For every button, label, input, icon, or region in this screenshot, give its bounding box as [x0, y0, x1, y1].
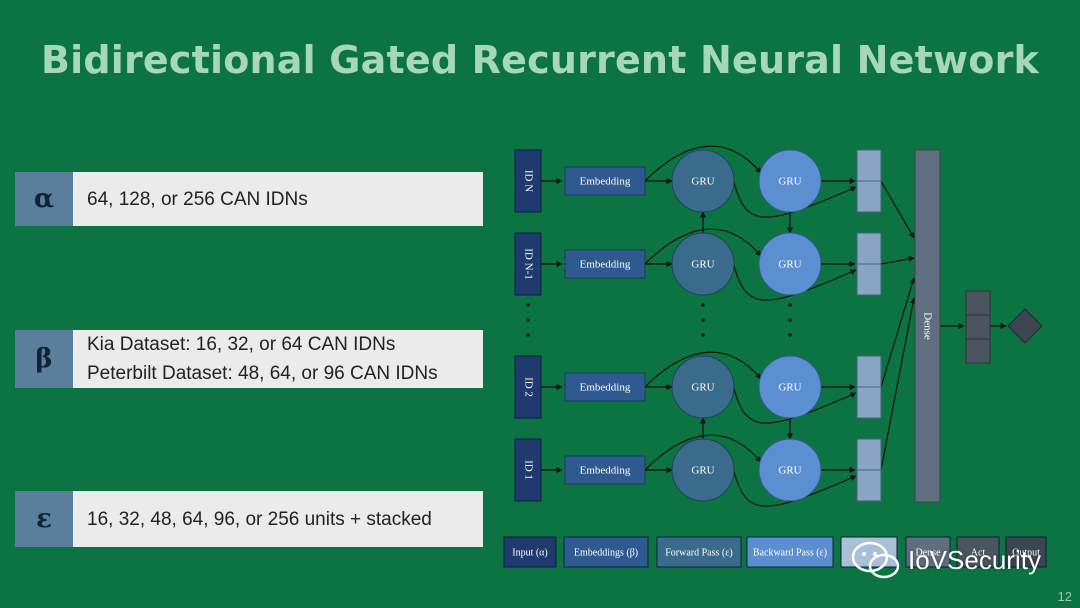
- legend-swatch: [746, 536, 834, 568]
- forward-gru-label: GRU: [691, 465, 714, 477]
- concat-cell: [856, 263, 882, 296]
- forward-to-concat-arrow: [731, 380, 857, 424]
- backward-gru-node: [758, 149, 822, 213]
- legend-swatch: [563, 536, 649, 568]
- ellipsis-dot: [701, 318, 705, 322]
- embedding-to-backward-arrow: [644, 434, 762, 471]
- legend-swatch: [956, 536, 1000, 568]
- watermark-text: IoVSecurity: [908, 544, 1041, 575]
- input-id-label: ID N: [522, 170, 534, 192]
- input-id-label: ID 1: [522, 460, 534, 480]
- backward-gru-label: GRU: [778, 259, 801, 271]
- legend-label: Backward Pass (ε): [753, 547, 827, 558]
- ellipsis-dot: [788, 333, 792, 337]
- forward-gru-label: GRU: [691, 259, 714, 271]
- embedding-label: Embedding: [580, 176, 631, 188]
- embedding-label: Embedding: [580, 382, 631, 394]
- embedding-label: Embedding: [580, 465, 631, 477]
- embedding-box: [564, 455, 646, 485]
- backward-gru-label: GRU: [778, 465, 801, 477]
- legend-swatch: [503, 536, 557, 568]
- embedding-box: [564, 249, 646, 279]
- legend-label: Act: [971, 547, 986, 558]
- forward-gru-node: [671, 232, 735, 296]
- param-line: 16, 32, 48, 64, 96, or 256 units + stack…: [87, 508, 432, 530]
- concat-cell: [856, 469, 882, 502]
- concat-cell: [856, 180, 882, 213]
- concat-cell: [856, 386, 882, 419]
- ellipsis-dot: [526, 318, 530, 322]
- backward-gru-node: [758, 438, 822, 502]
- param-symbol: α: [15, 172, 73, 226]
- legend-label: Output: [1012, 547, 1040, 558]
- wechat-icon: [851, 541, 900, 579]
- forward-to-concat-arrow: [731, 174, 857, 218]
- input-id-box: [514, 149, 542, 213]
- forward-to-concat-arrow: [731, 463, 857, 507]
- param-description: Kia Dataset: 16, 32, or 64 CAN IDNs Pete…: [73, 330, 483, 388]
- embedding-box: [564, 372, 646, 402]
- watermark: IoVSecurity: [850, 540, 1041, 580]
- ellipsis-dot: [788, 303, 792, 307]
- input-id-box: [514, 355, 542, 419]
- legend-label: Forward Pass (ε): [665, 547, 733, 558]
- input-id-label: ID 2: [522, 377, 534, 397]
- concat-cell: [856, 232, 882, 265]
- backward-gru-node: [758, 355, 822, 419]
- ellipsis-dot: [526, 333, 530, 337]
- input-id-box: [514, 438, 542, 502]
- page-number: 12: [1057, 589, 1072, 604]
- embedding-to-backward-arrow: [644, 351, 762, 388]
- concat-cell: [856, 149, 882, 182]
- concat-cell: [856, 438, 882, 471]
- concat-to-dense-arrow: [880, 180, 915, 239]
- forward-to-concat-arrow: [731, 257, 857, 301]
- embedding-to-backward-arrow: [644, 145, 762, 182]
- dense-layer: [914, 149, 941, 503]
- forward-gru-label: GRU: [691, 382, 714, 394]
- ellipsis-dot: [526, 303, 530, 307]
- legend-swatch: [1005, 536, 1047, 568]
- concat-to-dense-arrow: [880, 297, 916, 471]
- legend-swatch: [905, 536, 951, 568]
- backward-gru-label: GRU: [778, 176, 801, 188]
- embedding-box: [564, 166, 646, 196]
- concat-cell: [856, 355, 882, 388]
- forward-gru-node: [671, 355, 735, 419]
- ellipsis-dot: [788, 318, 792, 322]
- forward-gru-node: [671, 149, 735, 213]
- forward-gru-node: [671, 438, 735, 502]
- legend-swatch: [656, 536, 742, 568]
- ellipsis-dot: [701, 303, 705, 307]
- legend-label: Embeddings (β): [574, 547, 638, 558]
- param-symbol: β: [15, 330, 73, 388]
- output-node: [1007, 308, 1043, 344]
- backward-gru-node: [758, 232, 822, 296]
- forward-gru-label: GRU: [691, 176, 714, 188]
- legend-label: Dense: [916, 547, 942, 558]
- param-line: 64, 128, or 256 CAN IDNs: [87, 188, 308, 210]
- param-description: 16, 32, 48, 64, 96, or 256 units + stack…: [73, 491, 483, 547]
- param-line: Kia Dataset: 16, 32, or 64 CAN IDNs: [87, 334, 396, 355]
- param-symbol: ε: [15, 491, 73, 547]
- input-id-box: [514, 232, 542, 296]
- input-id-label: ID N-1: [522, 248, 534, 279]
- param-line: Peterbilt Dataset: 48, 64, or 96 CAN IDN…: [87, 363, 438, 384]
- ellipsis-dot: [701, 333, 705, 337]
- param-description: 64, 128, or 256 CAN IDNs: [73, 172, 483, 226]
- concat-to-dense-arrow: [880, 277, 916, 388]
- legend-label: Input (α): [512, 547, 548, 558]
- backward-gru-label: GRU: [778, 382, 801, 394]
- activation-cell: [965, 338, 991, 364]
- slide-title: Bidirectional Gated Recurrent Neural Net…: [40, 38, 1040, 82]
- activation-cell: [965, 314, 991, 340]
- concat-to-dense-arrow: [880, 256, 915, 265]
- embedding-to-backward-arrow: [644, 228, 762, 265]
- activation-cell: [965, 290, 991, 316]
- dense-label: Dense: [921, 312, 933, 340]
- embedding-label: Embedding: [580, 259, 631, 271]
